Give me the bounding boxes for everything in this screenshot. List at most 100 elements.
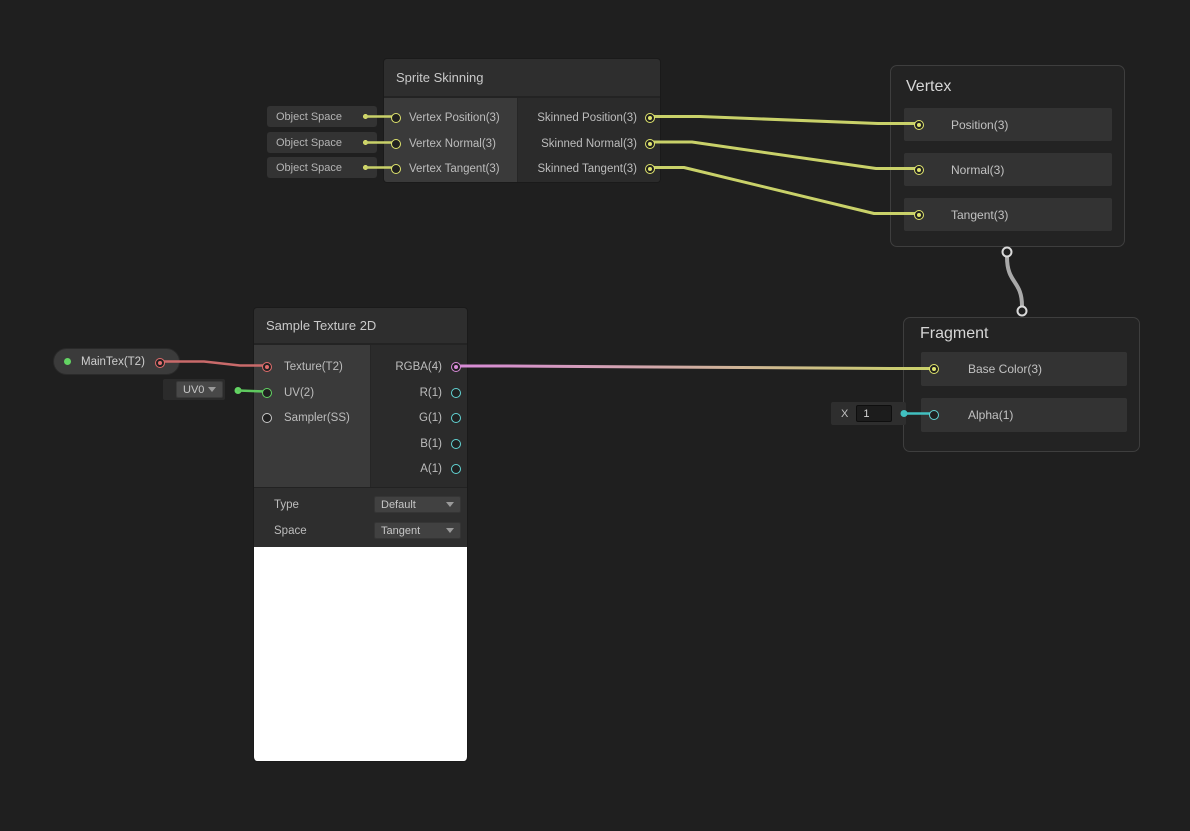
port-dot bbox=[454, 365, 458, 369]
port-vertex-normal-in[interactable] bbox=[391, 138, 401, 149]
node-body bbox=[384, 98, 660, 182]
port-uv-in[interactable] bbox=[262, 387, 272, 398]
port-position-in[interactable] bbox=[914, 119, 924, 130]
port-texture-in[interactable] bbox=[262, 362, 272, 372]
uv-default-value-widget: UV0 bbox=[163, 379, 225, 400]
input-slot-label: Texture(T2) bbox=[284, 361, 343, 373]
dropdown-value: Tangent bbox=[381, 524, 421, 537]
node-title: Sample Texture 2D bbox=[266, 318, 377, 333]
input-panel bbox=[384, 98, 518, 182]
port-maintex-out[interactable] bbox=[155, 357, 165, 368]
slot-base-color[interactable]: Base Color(3) bbox=[921, 352, 1127, 386]
slot-label: Position(3) bbox=[951, 117, 1009, 132]
node-sample-texture-header[interactable]: Sample Texture 2D bbox=[254, 308, 467, 345]
space-selector-label: Object Space bbox=[276, 136, 343, 149]
slot-normal[interactable]: Normal(3) bbox=[904, 153, 1112, 186]
port-dot bbox=[932, 367, 936, 371]
slot-label: Tangent(3) bbox=[951, 207, 1009, 222]
port-vertex-tangent-in[interactable] bbox=[391, 164, 401, 174]
port-alpha-in[interactable] bbox=[929, 410, 939, 420]
texture-preview bbox=[254, 547, 467, 761]
slot-label: Normal(3) bbox=[951, 162, 1005, 177]
port-dot bbox=[917, 167, 921, 172]
edge-rgba-to-base-color[interactable] bbox=[453, 364, 935, 370]
port-vertex-position-in[interactable] bbox=[391, 113, 401, 123]
output-slot-label: Skinned Normal(3) bbox=[541, 137, 637, 150]
space-selector-label: Object Space bbox=[276, 161, 343, 174]
connector-dot bbox=[363, 114, 368, 119]
uv-channel-dropdown[interactable]: UV0 bbox=[176, 381, 223, 398]
edge-vertex-to-fragment[interactable] bbox=[1005, 255, 1024, 308]
edge-skinned-normal-to-normal[interactable] bbox=[647, 140, 920, 170]
input-panel bbox=[254, 345, 371, 487]
slot-alpha[interactable]: Alpha(1) bbox=[921, 398, 1127, 432]
edge-skinned-tangent-to-tangent[interactable] bbox=[647, 166, 920, 215]
slot-label: Alpha(1) bbox=[968, 408, 1014, 422]
output-panel bbox=[518, 98, 660, 182]
uv-connector-dot bbox=[234, 387, 242, 394]
connector-dot bbox=[363, 165, 368, 170]
output-slot-label: R(1) bbox=[419, 386, 442, 399]
node-title: Fragment bbox=[920, 325, 989, 342]
node-fragment[interactable]: Fragment Base Color(3) Alpha(1) bbox=[903, 317, 1140, 452]
port-skinned-tangent-out[interactable] bbox=[645, 164, 655, 174]
output-slot-label: Skinned Tangent(3) bbox=[537, 163, 637, 175]
port-g-out[interactable] bbox=[451, 413, 461, 423]
node-sprite-skinning-header[interactable]: Sprite Skinning bbox=[384, 59, 660, 98]
port-r-out[interactable] bbox=[451, 387, 461, 398]
space-dropdown[interactable]: Tangent bbox=[374, 522, 461, 539]
property-pill-maintex[interactable]: MainTex(T2) bbox=[53, 348, 180, 375]
space-selector-object-space[interactable]: Object Space bbox=[267, 106, 377, 127]
port-dot bbox=[158, 360, 162, 365]
port-sampler-in[interactable] bbox=[262, 413, 272, 423]
fragment-stack-connector[interactable] bbox=[1016, 305, 1028, 317]
connector-dot bbox=[363, 140, 368, 145]
space-selector-object-space[interactable]: Object Space bbox=[267, 157, 377, 178]
port-tangent-in[interactable] bbox=[914, 209, 924, 220]
input-slot-label: Vertex Normal(3) bbox=[409, 137, 496, 150]
port-skinned-normal-out[interactable] bbox=[645, 138, 655, 149]
input-slot-label: Vertex Position(3) bbox=[409, 112, 500, 124]
port-normal-in[interactable] bbox=[914, 164, 924, 175]
output-slot-label: B(1) bbox=[420, 437, 442, 450]
alpha-value-input[interactable] bbox=[856, 405, 893, 422]
slot-position[interactable]: Position(3) bbox=[904, 108, 1112, 141]
node-vertex[interactable]: Vertex Position(3) Normal(3) Tangent(3) bbox=[890, 65, 1125, 247]
output-slot-label: A(1) bbox=[420, 463, 442, 475]
output-slot-label: Skinned Position(3) bbox=[537, 112, 637, 124]
x-axis-label: X bbox=[841, 407, 849, 420]
chevron-down-icon bbox=[446, 528, 454, 533]
output-slot-label: G(1) bbox=[419, 412, 442, 424]
port-dot bbox=[265, 365, 269, 369]
port-b-out[interactable] bbox=[451, 438, 461, 449]
alpha-default-value-widget: X bbox=[831, 402, 906, 425]
dropdown-value: UV0 bbox=[183, 383, 205, 396]
space-selector-label: Object Space bbox=[276, 110, 343, 123]
node-title: Sprite Skinning bbox=[396, 70, 484, 85]
port-base-color-in[interactable] bbox=[929, 364, 939, 374]
control-row-type: Type Default bbox=[274, 496, 461, 513]
port-skinned-position-out[interactable] bbox=[645, 113, 655, 123]
type-dropdown[interactable]: Default bbox=[374, 496, 461, 513]
port-rgba-out[interactable] bbox=[451, 362, 461, 372]
dropdown-value: Default bbox=[381, 498, 416, 511]
control-row-space: Space Tangent bbox=[274, 522, 461, 539]
port-a-out[interactable] bbox=[451, 464, 461, 474]
node-title: Vertex bbox=[906, 78, 952, 95]
vertex-stack-connector[interactable] bbox=[1001, 246, 1013, 258]
exposed-property-dot bbox=[64, 358, 71, 365]
input-slot-label: Sampler(SS) bbox=[284, 412, 350, 424]
chevron-down-icon bbox=[208, 387, 216, 392]
edge-skinned-position-to-position[interactable] bbox=[647, 115, 920, 125]
space-selector-object-space[interactable]: Object Space bbox=[267, 132, 377, 153]
node-sprite-skinning[interactable]: Sprite Skinning Vertex Position(3) Verte… bbox=[383, 58, 661, 183]
control-label: Type bbox=[274, 498, 299, 511]
chevron-down-icon bbox=[446, 502, 454, 507]
slot-tangent[interactable]: Tangent(3) bbox=[904, 198, 1112, 231]
slot-label: Base Color(3) bbox=[968, 362, 1043, 376]
port-dot bbox=[648, 167, 652, 171]
port-dot bbox=[917, 212, 921, 217]
output-slot-label: RGBA(4) bbox=[395, 361, 442, 373]
node-sample-texture-2d[interactable]: Sample Texture 2D Texture(T2) UV(2) Samp… bbox=[253, 307, 468, 762]
